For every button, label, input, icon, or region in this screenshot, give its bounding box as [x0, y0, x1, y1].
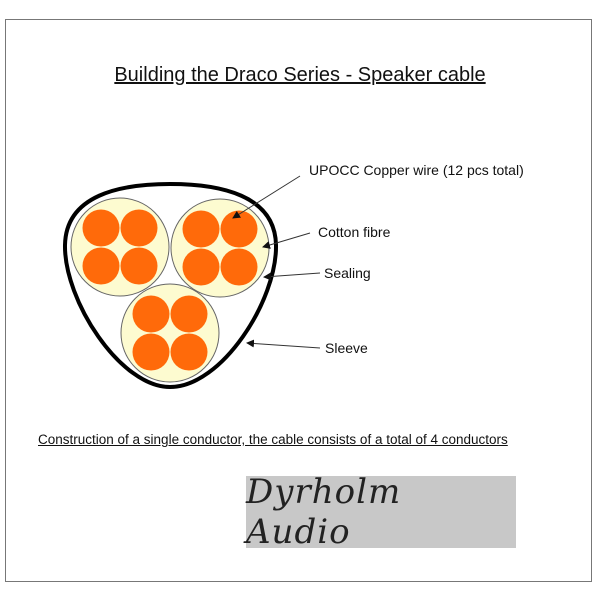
copper-wire [170, 295, 208, 333]
copper-wire [170, 333, 208, 371]
label-cotton-fibre: Cotton fibre [318, 224, 391, 240]
conductor-bundle [120, 283, 220, 383]
copper-wire [220, 210, 258, 248]
conductor-bundle [70, 197, 170, 297]
copper-wire [120, 209, 158, 247]
dyrholm-audio-logo: Dyrholm Audio [246, 472, 516, 552]
copper-wire [120, 247, 158, 285]
label-sleeve: Sleeve [325, 340, 368, 356]
label-copper-wire: UPOCC Copper wire (12 pcs total) [309, 162, 524, 178]
copper-wire [82, 209, 120, 247]
copper-arrow [232, 175, 301, 219]
copper-wire [132, 333, 170, 371]
label-sealing: Sealing [324, 265, 371, 281]
cotton-arrow [262, 232, 311, 249]
sealing-arrow [263, 272, 321, 281]
logo-text: Dyrholm Audio [246, 472, 402, 552]
copper-wire [182, 210, 220, 248]
copper-wire [132, 295, 170, 333]
sleeve-arrow [246, 339, 321, 349]
copper-wire [182, 248, 220, 286]
caption: Construction of a single conductor, the … [38, 432, 508, 447]
copper-wire [82, 247, 120, 285]
conductor-bundle [170, 198, 270, 298]
diagram-title: Building the Draco Series - Speaker cabl… [114, 64, 486, 86]
copper-wire [220, 248, 258, 286]
